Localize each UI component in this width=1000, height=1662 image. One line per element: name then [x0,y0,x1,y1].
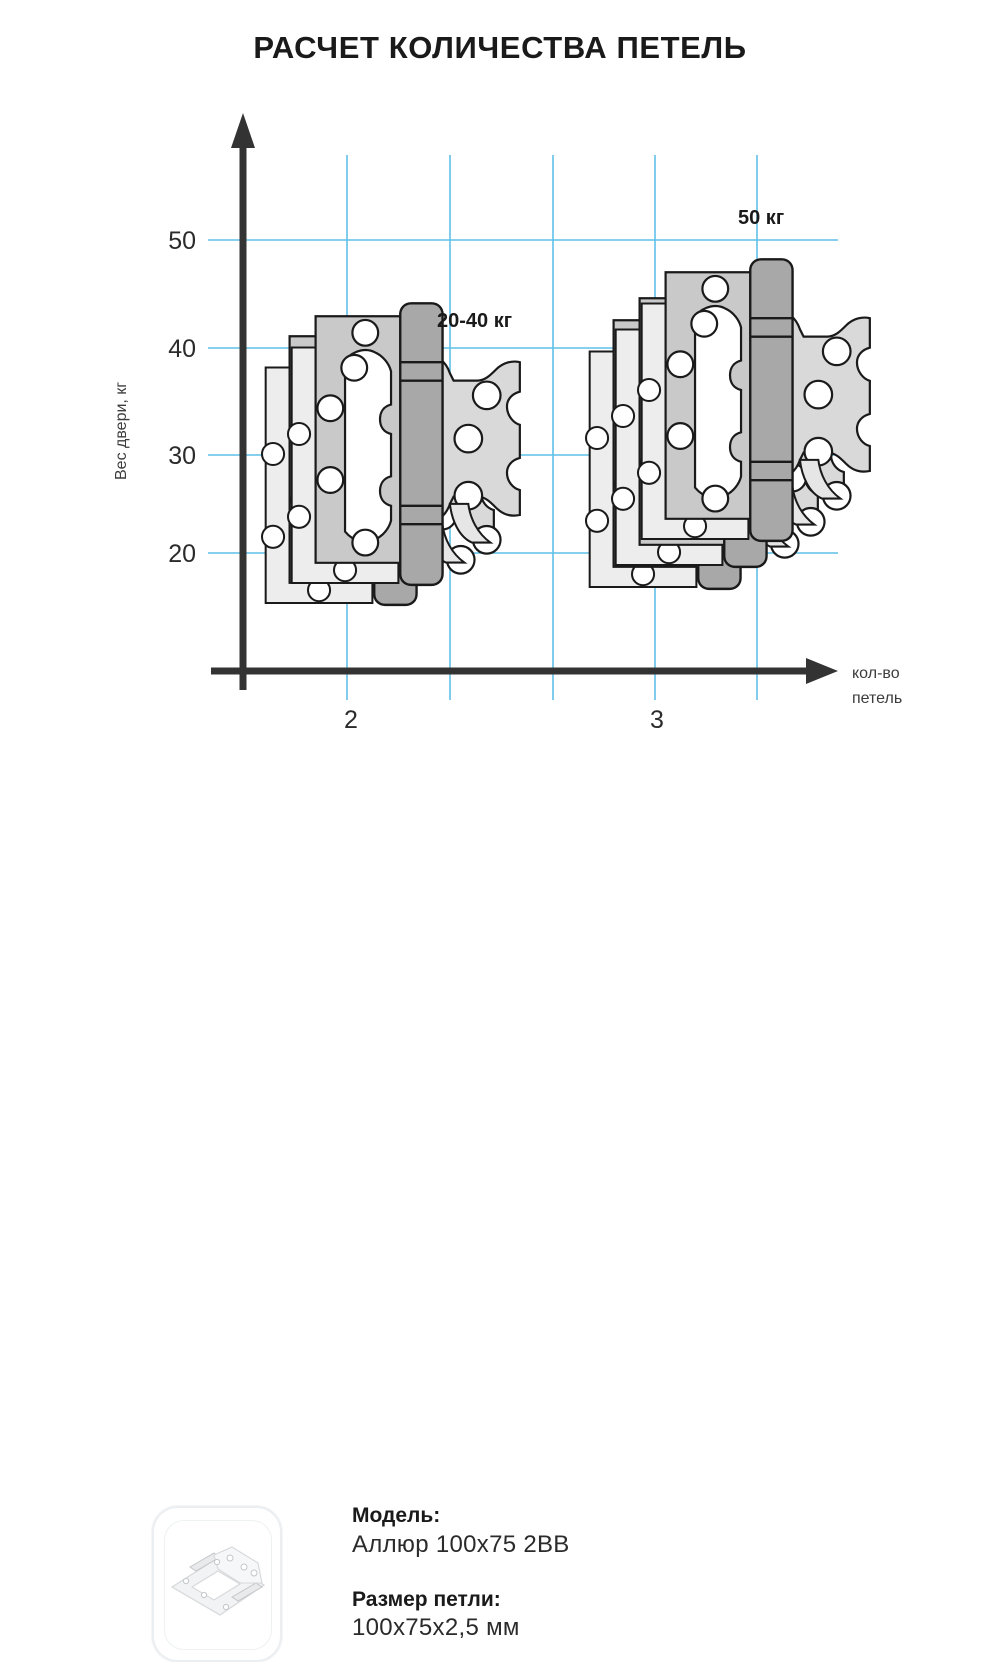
model-value: Аллюр 100х75 2ВВ [352,1530,570,1558]
x-axis-title-line1: кол-во [852,665,900,682]
y-tick-label: 50 [168,227,196,255]
spec-size: Размер петли: 100х75х2,5 мм [352,1588,872,1644]
y-tick-label: 20 [168,540,196,568]
hinge-count-chart: 50 40 30 20 2 3 Вес двери, кг кол-во пет… [0,0,1000,760]
spec-model: Модель: Аллюр 100х75 2ВВ [352,1504,872,1560]
size-value: 100х75х2,5 мм [352,1614,520,1642]
y-axis-title: Вес двери, кг [113,382,130,480]
product-thumbnail-card [152,1506,282,1662]
x-axis-ticks: 2 3 [344,706,664,734]
callout-20-40kg: 20-40 кг [437,310,512,332]
product-thumbnail-frame [164,1520,272,1650]
hinge-stack-3 [584,258,872,591]
spec-list: Модель: Аллюр 100х75 2ВВ Размер петли: 1… [352,1504,872,1643]
x-tick-label: 2 [344,706,358,734]
chart-axes [211,113,838,690]
y-tick-label: 40 [168,335,196,363]
x-tick-label: 3 [650,706,664,734]
model-label: Модель: [352,1504,441,1527]
product-info: Модель: Аллюр 100х75 2ВВ Размер петли: 1… [0,748,1000,1662]
page-title: РАСЧЕТ КОЛИЧЕСТВА ПЕТЕЛЬ [253,30,747,65]
size-label: Размер петли: [352,1587,501,1611]
x-axis-title-line2: петель [852,690,902,707]
y-tick-label: 30 [168,442,196,470]
y-axis-ticks: 50 40 30 20 [168,227,196,568]
hinge-photo-icon [170,1546,266,1616]
callout-50kg: 50 кг [738,207,784,229]
